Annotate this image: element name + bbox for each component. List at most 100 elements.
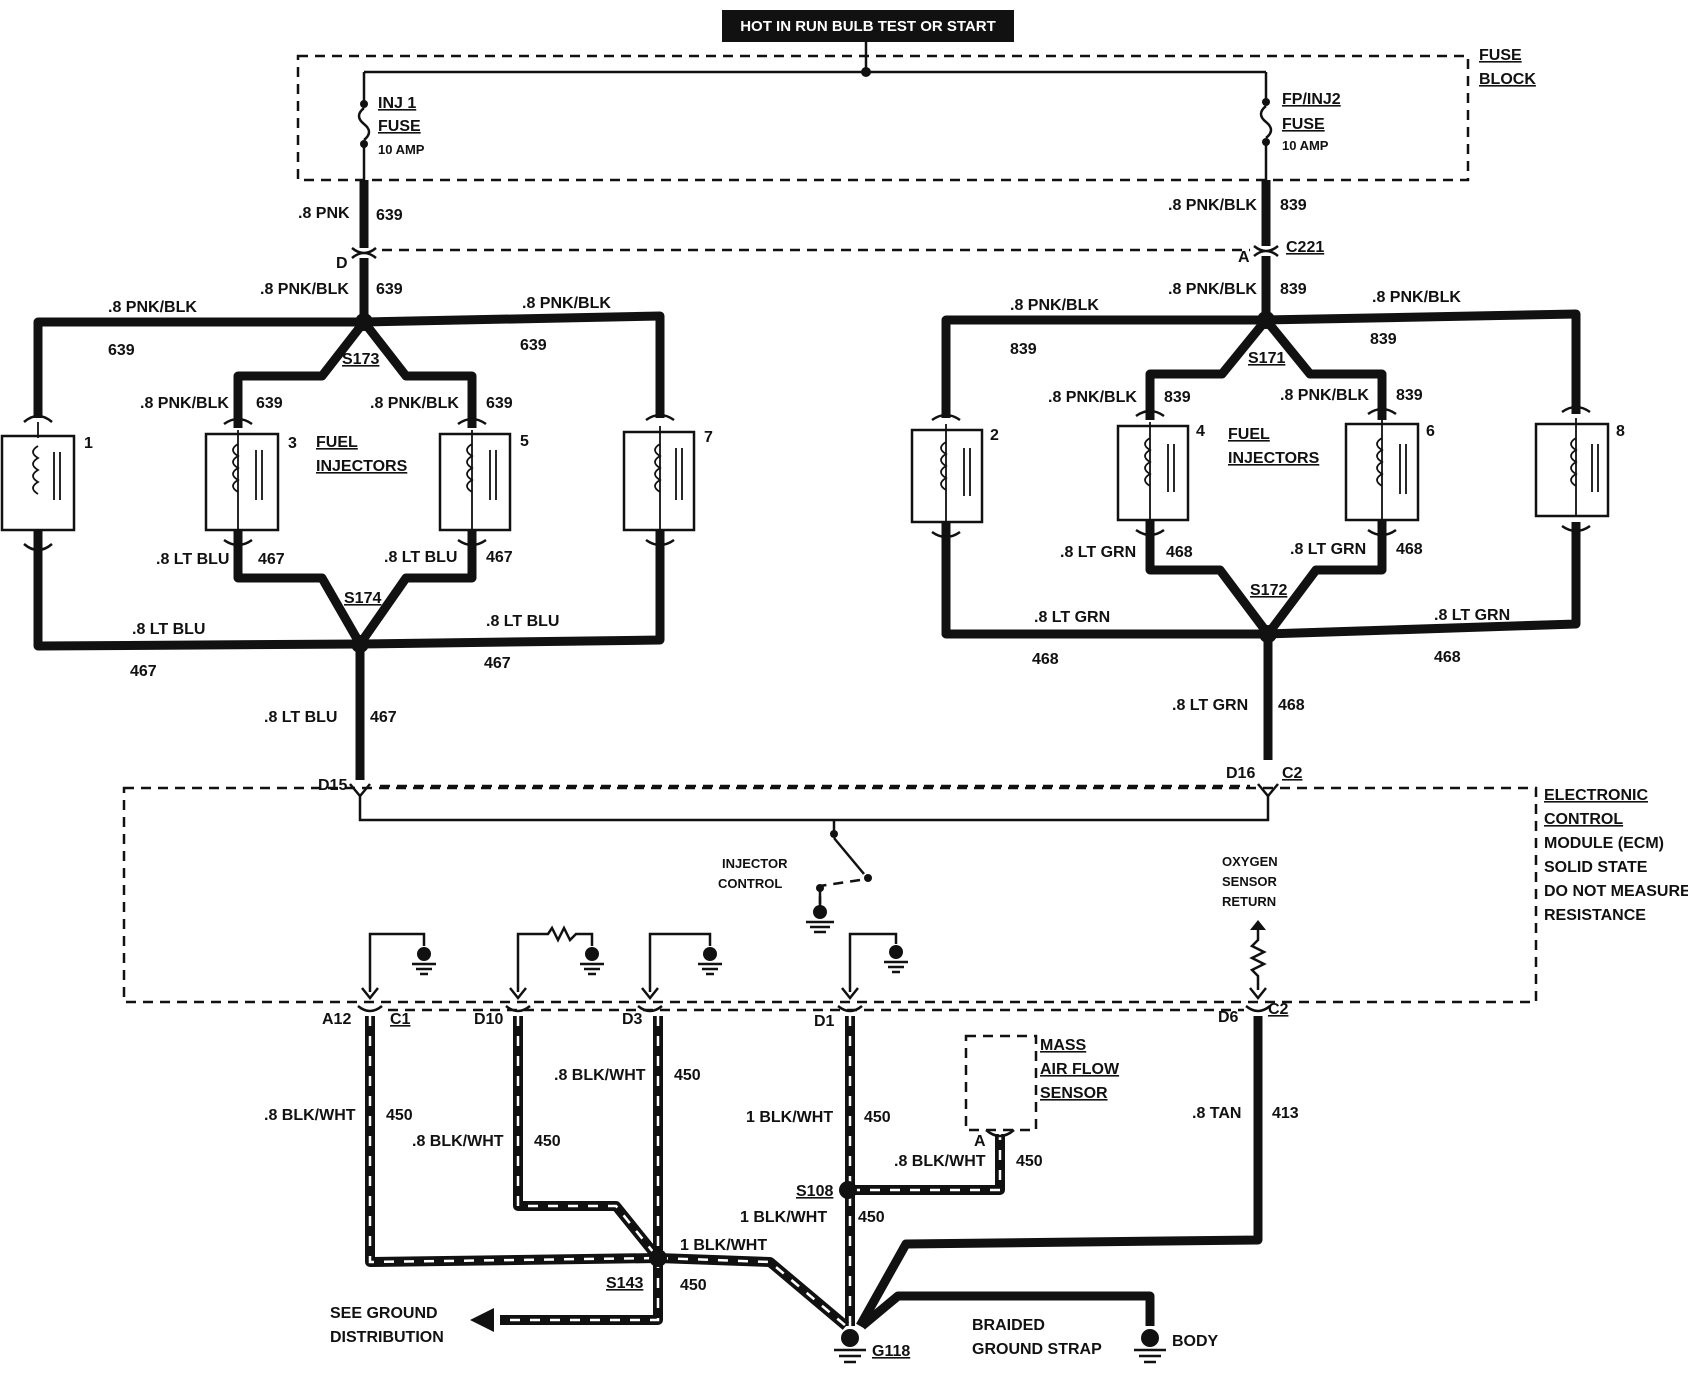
splice-s143-label: S143: [606, 1275, 643, 1292]
wire-639-label: 639: [256, 395, 283, 412]
wire-pnk-blk-label: .8 PNK/BLK: [140, 395, 229, 412]
fuse-symbol-icon: [357, 107, 371, 141]
wire-1-blk-wht-label: 1 BLK/WHT: [746, 1109, 833, 1126]
ecm-ground-d10: [516, 925, 604, 992]
splice-s143: [649, 1249, 667, 1267]
ground-body-icon: [1134, 1329, 1166, 1364]
wire-467-label: 467: [370, 709, 397, 726]
wire-blk-wht-label: .8 BLK/WHT: [412, 1133, 504, 1150]
connector-d15-icon: [349, 783, 371, 798]
ground-g118-label: G118: [872, 1343, 910, 1360]
injector-5: [438, 417, 512, 547]
wire-839-label: 839: [1280, 281, 1307, 298]
wire-pnk-blk-label: .8 PNK/BLK: [1168, 281, 1257, 298]
wire-468-label: 468: [1396, 541, 1423, 558]
connector-a12-label: A12: [322, 1011, 351, 1028]
wire-blk-wht-label: .8 BLK/WHT: [554, 1067, 646, 1084]
connector-c221-icon: [1253, 245, 1279, 257]
wire-639-label: 639: [376, 281, 403, 298]
see-ground-distribution-label: SEE GROUND: [330, 1305, 438, 1322]
wire-pnk-blk-label: .8 PNK/BLK: [260, 281, 349, 298]
wire-pnk-blk-label: .8 PNK/BLK: [1168, 197, 1257, 214]
ecm-ground-a12: [368, 932, 436, 992]
connector-d16-label: D16: [1226, 765, 1255, 782]
splice-s173: [355, 313, 373, 331]
fuse-inj1-name: INJ 1: [378, 95, 416, 112]
o2-sensor-return-label: OXYGEN: [1222, 854, 1278, 869]
splice-s108-label: S108: [796, 1183, 833, 1200]
fuse-block-title-2: BLOCK: [1479, 71, 1536, 88]
injector-control-switch-icon: [833, 837, 865, 875]
wire-lt-grn-label: .8 LT GRN: [1034, 609, 1110, 626]
fuel-injectors-right-label: FUEL: [1228, 426, 1270, 443]
injector-8-number: 8: [1616, 423, 1625, 440]
wire-lt-blu-label: .8 LT BLU: [486, 613, 559, 630]
injector-4: [1116, 409, 1190, 537]
wire-tan-label: .8 TAN: [1192, 1105, 1241, 1122]
injector-4-number: 4: [1196, 423, 1205, 440]
connector-mass-air-a-label: A: [974, 1133, 986, 1150]
injector-3: [204, 417, 280, 547]
o2-reference-arrow-icon: [1250, 920, 1266, 930]
wire-pnk-label: .8 PNK: [298, 205, 350, 222]
ground-g118-icon: [834, 1329, 866, 1364]
injector-3-number: 3: [288, 435, 297, 452]
connector-d10-label: D10: [474, 1011, 503, 1028]
wire-467-label: 467: [130, 663, 157, 680]
ecm-label-3: MODULE (ECM): [1544, 835, 1664, 852]
wire-839-label: 839: [1396, 387, 1423, 404]
wire-413-label: 413: [1272, 1105, 1299, 1122]
wire-839-label: 839: [1370, 331, 1397, 348]
connector-d16-icon: [1257, 783, 1279, 798]
connector-d6-label: D6: [1218, 1009, 1239, 1026]
wire-639-label: 639: [376, 207, 403, 224]
mass-air-flow-label: MASS: [1040, 1037, 1087, 1054]
ecm-label-5: DO NOT MEASURE: [1544, 883, 1688, 900]
wire-450-label: 450: [864, 1109, 891, 1126]
wire-blk-wht-label: .8 BLK/WHT: [894, 1153, 986, 1170]
connector-d3-label: D3: [622, 1011, 643, 1028]
connector-c1-label: C1: [390, 1011, 411, 1028]
wire-839-label: 839: [1010, 341, 1037, 358]
connector-d1-label: D1: [814, 1013, 835, 1030]
wire-839-label: 839: [1164, 389, 1191, 406]
fuel-injectors-left-label-2: INJECTORS: [316, 458, 408, 475]
injector-control-label: INJECTOR: [722, 856, 788, 871]
wire-1-blk-wht-label: 1 BLK/WHT: [680, 1237, 767, 1254]
o2-sensor-return-label-2: SENSOR: [1222, 874, 1278, 889]
injector-8: [1534, 405, 1610, 533]
fuse-fp-inj2-name: FP/INJ2: [1282, 91, 1341, 108]
ecm-label-4: SOLID STATE: [1544, 859, 1648, 876]
braided-ground-strap-label: BRAIDED: [972, 1317, 1045, 1334]
wire-467-label: 467: [486, 549, 513, 566]
wire-450-label: 450: [674, 1067, 701, 1084]
splice-s171: [1257, 311, 1275, 329]
wire-468-label: 468: [1278, 697, 1305, 714]
ecm-ground-d3: [648, 932, 722, 992]
connector-c2-bottom-label: C2: [1268, 1001, 1289, 1018]
injector-6: [1344, 407, 1420, 537]
injector-5-number: 5: [520, 433, 529, 450]
mass-air-flow-sensor-box: [964, 1034, 1038, 1132]
splice-s172: [1259, 625, 1277, 643]
wire-lt-grn-label: .8 LT GRN: [1172, 697, 1248, 714]
wire-lt-grn-label: .8 LT GRN: [1060, 544, 1136, 561]
wire-467-label: 467: [484, 655, 511, 672]
braided-ground-strap-label-2: GROUND STRAP: [972, 1341, 1102, 1358]
wire-pnk-blk-label: .8 PNK/BLK: [1372, 289, 1461, 306]
wire-lt-grn-label: .8 LT GRN: [1290, 541, 1366, 558]
o2-sensor-return-label-3: RETURN: [1222, 894, 1276, 909]
wire-pnk-blk-label: .8 PNK/BLK: [522, 295, 611, 312]
fuse-fp-inj2: [1259, 98, 1273, 180]
wire-lt-blu-label: .8 LT BLU: [264, 709, 337, 726]
wire-lt-blu-label: .8 LT BLU: [384, 549, 457, 566]
header-box: [722, 10, 1014, 42]
injector-7-number: 7: [704, 429, 713, 446]
arrow-left-icon: [470, 1308, 494, 1332]
ecm-ground-d1: [848, 932, 908, 992]
splice-s174: [351, 635, 369, 653]
ecm-label-6: RESISTANCE: [1544, 907, 1646, 924]
wire-450-label: 450: [386, 1107, 413, 1124]
right-bank-wiring: [941, 309, 1581, 760]
injector-control-label-2: CONTROL: [718, 876, 782, 891]
